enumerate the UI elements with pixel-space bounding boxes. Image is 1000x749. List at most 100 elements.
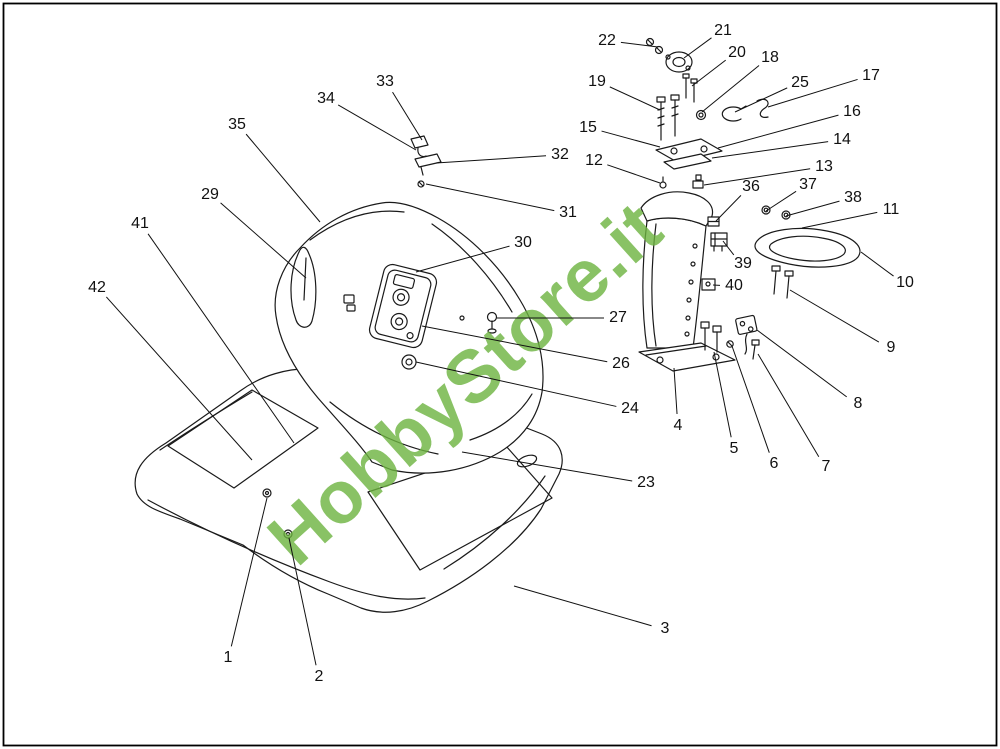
column-hole-5: [685, 315, 691, 321]
leader-line-3: [513, 585, 652, 627]
bolts-5-shafts: [704, 327, 718, 353]
part-number-16: 16: [843, 103, 861, 120]
leader-line-32: [435, 155, 547, 164]
leader-line-24: [415, 361, 617, 407]
front-cowl-drawing: [274, 201, 544, 474]
drawing-layer: [134, 37, 861, 613]
leader-line-26: [421, 325, 608, 363]
leader-line-36: [715, 195, 742, 222]
part-number-4: 4: [674, 417, 683, 434]
leader-line-4: [673, 367, 678, 415]
part-number-31: 31: [559, 204, 577, 221]
deck-bolt-1: [262, 488, 272, 498]
part-number-22: 22: [598, 32, 616, 49]
leader-line-19: [609, 86, 661, 111]
leader-line-34: [337, 104, 417, 151]
leader-line-25: [734, 87, 788, 113]
leader-line-20: [691, 59, 727, 87]
panel-indicator: [406, 331, 414, 340]
part-number-26: 26: [612, 355, 630, 372]
leader-line-41: [147, 233, 295, 444]
leader-line-29: [220, 202, 307, 279]
part-number-35: 35: [228, 116, 246, 133]
leader-line-35: [245, 133, 321, 223]
part-number-42: 42: [88, 279, 106, 296]
column-edge-line: [651, 223, 657, 347]
panel-window: [392, 274, 416, 289]
column-hole-2: [690, 261, 696, 267]
base-plate: [638, 342, 736, 372]
part-number-3: 3: [661, 620, 670, 637]
part-number-11: 11: [883, 201, 900, 218]
block-40-hole: [705, 281, 711, 287]
hardware-parts-drawing: [701, 205, 861, 360]
block-40: [701, 278, 716, 291]
screw-22b-slot: [656, 47, 662, 53]
connector-39-lines: [710, 232, 728, 252]
part-number-20: 20: [728, 44, 746, 61]
bracket-32: [414, 153, 442, 176]
leader-line-15: [601, 130, 661, 148]
leader-line-12: [607, 164, 661, 184]
part-number-36: 36: [742, 178, 760, 195]
leader-line-39: [722, 240, 735, 256]
leader-line-9: [789, 289, 880, 343]
column-hole-1: [692, 243, 698, 249]
part-number-27: 27: [609, 309, 627, 326]
switch-8: [735, 314, 758, 335]
nut-18: [695, 109, 707, 121]
cowl-plug-base: [487, 328, 497, 334]
leader-line-16: [717, 114, 839, 149]
column-head: [640, 191, 714, 227]
leader-line-30: [415, 245, 510, 273]
base-bolt-left: [656, 356, 664, 364]
screw-15-shaft: [671, 99, 679, 137]
part-number-25: 25: [791, 74, 809, 91]
panel-inner: [374, 269, 432, 343]
part-number-39: 39: [734, 255, 752, 272]
leader-line-42: [105, 296, 253, 461]
clamp-13-tab: [695, 174, 702, 181]
hook-17: [756, 98, 769, 118]
leader-line-31: [425, 183, 555, 212]
screw-7-shaft: [752, 344, 756, 360]
part-number-15: 15: [579, 119, 597, 136]
steering-column-drawing: [638, 37, 769, 372]
part-number-10: 10: [896, 274, 914, 291]
part-number-14: 14: [833, 131, 851, 148]
leader-line-22: [620, 41, 659, 48]
leader-line-10: [860, 251, 894, 277]
base-plate-inner: [645, 345, 707, 356]
clamp-13: [692, 180, 704, 189]
screw-19-shaft: [657, 101, 665, 141]
part-number-17: 17: [862, 67, 880, 84]
part-number-2: 2: [315, 668, 324, 685]
part-number-7: 7: [822, 458, 831, 475]
deck-bolt-2-center: [285, 531, 291, 537]
cowl-crease-lines: [309, 210, 533, 455]
part-number-37: 37: [799, 176, 817, 193]
cap-disc-rivet-b: [685, 65, 691, 71]
deck-tread-left: [167, 389, 319, 489]
screw-31-slot: [418, 181, 424, 187]
leader-line-8: [756, 329, 848, 398]
leader-line-2: [288, 537, 317, 666]
cowl-small-block-b: [346, 304, 356, 312]
bolt-5a-head: [700, 321, 710, 329]
cowl-knob-center: [405, 358, 413, 366]
leader-line-18: [701, 65, 760, 113]
screw-22a-slot: [647, 39, 653, 45]
part-number-13: 13: [815, 158, 833, 175]
part-number-23: 23: [637, 474, 655, 491]
leader-line-23: [461, 451, 633, 482]
cowl-knob: [401, 354, 417, 370]
switch-8-hole-b: [747, 326, 754, 332]
part-number-21: 21: [714, 22, 732, 39]
leader-line-33: [392, 91, 423, 141]
leader-line-5: [713, 351, 732, 438]
leader-line-21: [683, 37, 712, 59]
part-number-41: 41: [131, 215, 149, 232]
